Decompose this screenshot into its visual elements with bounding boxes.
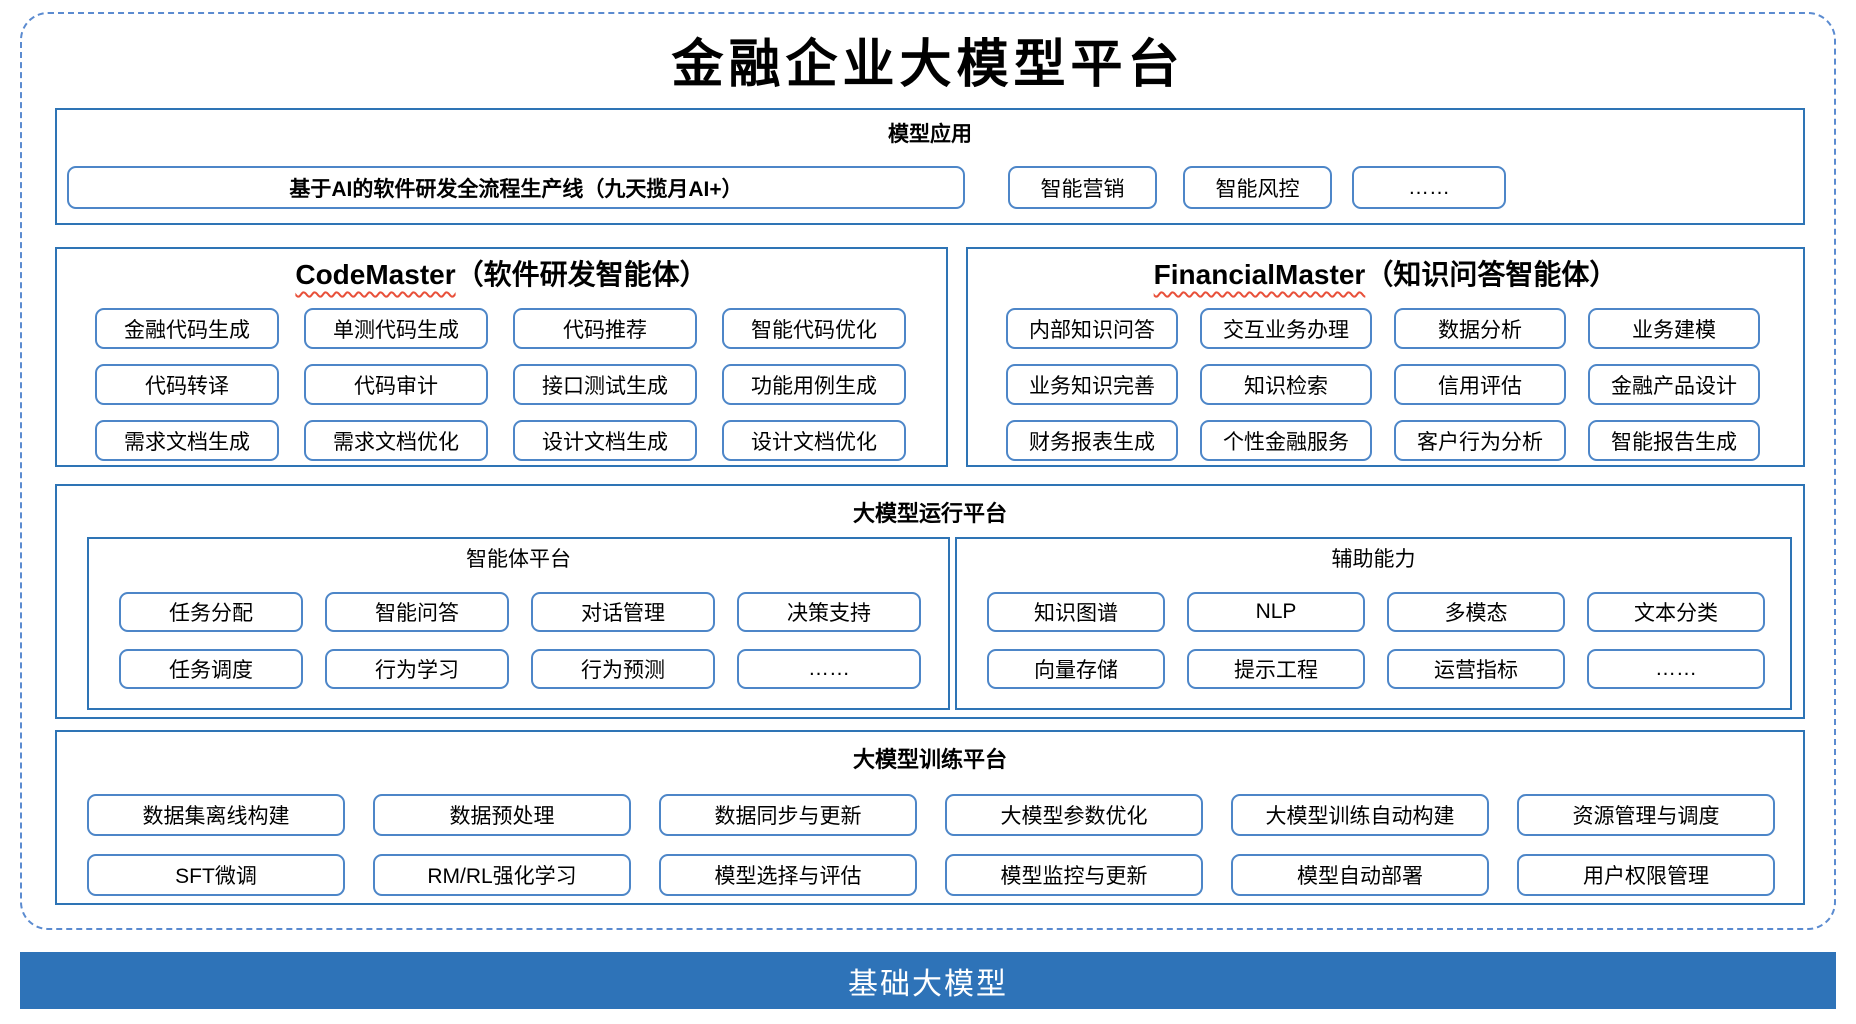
capability-chip: 金融代码生成 [95, 308, 279, 349]
capability-chip: 大模型训练自动构建 [1231, 794, 1489, 836]
capability-chip: 功能用例生成 [722, 364, 906, 405]
agent-platform-title: 智能体平台 [466, 548, 571, 571]
capability-chip: 设计文档生成 [513, 420, 697, 461]
capability-chip: 用户权限管理 [1517, 854, 1775, 896]
capability-chip: 智能报告生成 [1588, 420, 1760, 461]
capability-chip: SFT微调 [87, 854, 345, 896]
agent-platform-row-2: 任务调度 行为学习 行为预测 …… [119, 649, 948, 689]
capability-chip: 向量存储 [987, 649, 1165, 689]
capability-chip: 需求文档生成 [95, 420, 279, 461]
capability-chip: 智能代码优化 [722, 308, 906, 349]
capability-chip: 业务知识完善 [1006, 364, 1178, 405]
capability-chip: 接口测试生成 [513, 364, 697, 405]
capability-chip: 设计文档优化 [722, 420, 906, 461]
capability-chip-ellipsis: …… [1352, 166, 1506, 209]
model-applications-row: 基于AI的软件研发全流程生产线（九天揽月AI+） 智能营销 智能风控 …… [67, 166, 1803, 209]
capability-chip: NLP [1187, 592, 1365, 632]
capability-chip: 代码推荐 [513, 308, 697, 349]
capability-chip: 决策支持 [737, 592, 921, 632]
capability-chip: 需求文档优化 [304, 420, 488, 461]
codemaster-name: CodeMaster [295, 259, 456, 290]
capability-chip: 运营指标 [1387, 649, 1565, 689]
capability-chip: 提示工程 [1187, 649, 1365, 689]
aux-capability-title: 辅助能力 [1331, 548, 1416, 571]
aux-capability-row-2: 向量存储 提示工程 运营指标 …… [987, 649, 1790, 689]
codemaster-title: CodeMaster（软件研发智能体） [57, 257, 946, 293]
agent-platform-row-1: 任务分配 智能问答 对话管理 决策支持 [119, 592, 948, 632]
capability-chip: 智能问答 [325, 592, 509, 632]
financialmaster-row-1: 内部知识问答 交互业务办理 数据分析 业务建模 [1006, 308, 1803, 349]
capability-chip: 单测代码生成 [304, 308, 488, 349]
base-model-bar: 基础大模型 [20, 952, 1836, 1009]
codemaster-row-1: 金融代码生成 单测代码生成 代码推荐 智能代码优化 [95, 308, 946, 349]
capability-chip: 模型选择与评估 [659, 854, 917, 896]
training-row-1: 数据集离线构建 数据预处理 数据同步与更新 大模型参数优化 大模型训练自动构建 … [87, 794, 1803, 836]
capability-chip: 多模态 [1387, 592, 1565, 632]
outer-dashed-frame [20, 12, 1836, 930]
capability-chip: 代码审计 [304, 364, 488, 405]
section-codemaster: CodeMaster（软件研发智能体） 金融代码生成 单测代码生成 代码推荐 智… [55, 247, 948, 467]
capability-chip: RM/RL强化学习 [373, 854, 631, 896]
capability-chip: 内部知识问答 [1006, 308, 1178, 349]
codemaster-subtitle: （软件研发智能体） [455, 259, 708, 290]
capability-chip: 数据预处理 [373, 794, 631, 836]
capability-chip: 大模型参数优化 [945, 794, 1203, 836]
capability-chip: 文本分类 [1587, 592, 1765, 632]
training-row-2: SFT微调 RM/RL强化学习 模型选择与评估 模型监控与更新 模型自动部署 用… [87, 854, 1803, 896]
capability-chip: 模型监控与更新 [945, 854, 1203, 896]
capability-chip: 数据分析 [1394, 308, 1566, 349]
capability-chip-ellipsis: …… [1587, 649, 1765, 689]
section-model-applications-title: 模型应用 [888, 123, 972, 146]
capability-chip: 财务报表生成 [1006, 420, 1178, 461]
capability-chip: 客户行为分析 [1394, 420, 1566, 461]
capability-chip: 行为学习 [325, 649, 509, 689]
capability-chip: 模型自动部署 [1231, 854, 1489, 896]
capability-chip: 数据同步与更新 [659, 794, 917, 836]
agent-platform-box: 智能体平台 任务分配 智能问答 对话管理 决策支持 任务调度 行为学习 行为预测… [87, 537, 950, 710]
runtime-platform-title: 大模型运行平台 [852, 501, 1007, 526]
aux-capability-box: 辅助能力 知识图谱 NLP 多模态 文本分类 向量存储 提示工程 运营指标 …… [955, 537, 1792, 710]
capability-chip: 智能营销 [1008, 166, 1157, 209]
section-runtime-platform: 大模型运行平台 智能体平台 任务分配 智能问答 对话管理 决策支持 任务调度 行… [55, 484, 1805, 719]
capability-chip: 个性金融服务 [1200, 420, 1372, 461]
aux-capability-row-1: 知识图谱 NLP 多模态 文本分类 [987, 592, 1790, 632]
capability-chip: 信用评估 [1394, 364, 1566, 405]
base-model-label: 基础大模型 [848, 967, 1008, 1001]
capability-chip: 任务调度 [119, 649, 303, 689]
capability-chip: 代码转译 [95, 364, 279, 405]
capability-chip: 行为预测 [531, 649, 715, 689]
section-training-platform: 大模型训练平台 数据集离线构建 数据预处理 数据同步与更新 大模型参数优化 大模… [55, 730, 1805, 905]
financialmaster-title: FinancialMaster（知识问答智能体） [968, 257, 1803, 293]
codemaster-row-2: 代码转译 代码审计 接口测试生成 功能用例生成 [95, 364, 946, 405]
capability-chip: 业务建模 [1588, 308, 1760, 349]
pipeline-chip: 基于AI的软件研发全流程生产线（九天揽月AI+） [67, 166, 965, 209]
capability-chip: 任务分配 [119, 592, 303, 632]
page-title: 金融企业大模型平台 [671, 34, 1185, 95]
financialmaster-name: FinancialMaster [1153, 259, 1366, 290]
capability-chip: 对话管理 [531, 592, 715, 632]
codemaster-row-3: 需求文档生成 需求文档优化 设计文档生成 设计文档优化 [95, 420, 946, 461]
capability-chip: 知识检索 [1200, 364, 1372, 405]
financialmaster-row-2: 业务知识完善 知识检索 信用评估 金融产品设计 [1006, 364, 1803, 405]
section-financialmaster: FinancialMaster（知识问答智能体） 内部知识问答 交互业务办理 数… [966, 247, 1805, 467]
capability-chip: 数据集离线构建 [87, 794, 345, 836]
section-model-applications: 模型应用 基于AI的软件研发全流程生产线（九天揽月AI+） 智能营销 智能风控 … [55, 108, 1805, 225]
capability-chip: 知识图谱 [987, 592, 1165, 632]
capability-chip: 智能风控 [1183, 166, 1332, 209]
capability-chip: 资源管理与调度 [1517, 794, 1775, 836]
financialmaster-row-3: 财务报表生成 个性金融服务 客户行为分析 智能报告生成 [1006, 420, 1803, 461]
training-platform-title: 大模型训练平台 [852, 747, 1007, 772]
capability-chip-ellipsis: …… [737, 649, 921, 689]
financialmaster-subtitle: （知识问答智能体） [1365, 259, 1618, 290]
capability-chip: 交互业务办理 [1200, 308, 1372, 349]
capability-chip: 金融产品设计 [1588, 364, 1760, 405]
